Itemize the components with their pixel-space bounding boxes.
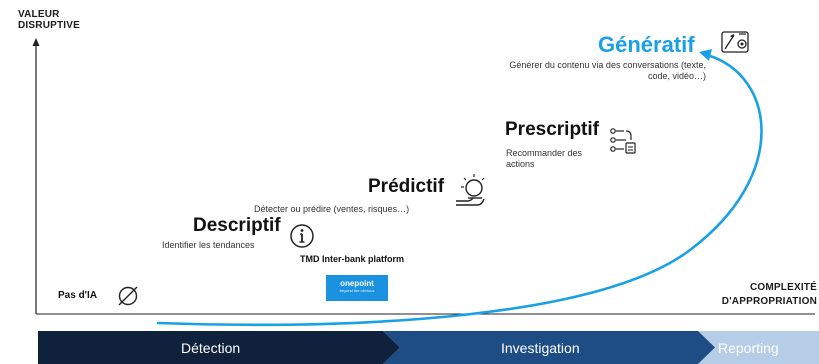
predictif-description: Détecter ou prédire (ventes, risques…) xyxy=(254,204,410,214)
onepoint-logo-tagline: beyond the obvious xyxy=(339,288,375,293)
crystal-ball-icon xyxy=(456,174,485,206)
descriptif-description: Identifier les tendances xyxy=(162,240,255,250)
phase-detection-shape xyxy=(38,331,400,364)
y-axis-arrow xyxy=(32,38,40,46)
pas-ia-label: Pas d'IA xyxy=(58,290,98,301)
creative-tools-icon xyxy=(721,31,749,53)
empty-set-icon xyxy=(118,286,138,306)
phase-investigation-label: Investigation xyxy=(501,340,580,356)
generatif-title: Génératif xyxy=(598,32,695,57)
phase-bar xyxy=(38,331,819,364)
x-axis-label-line2: D'APPROPRIATION xyxy=(721,296,817,307)
generatif-description: Générer du contenu via des conversations… xyxy=(509,60,706,81)
tmd-platform-caption: TMD Inter-bank platform xyxy=(300,254,405,264)
phase-investigation-shape xyxy=(383,331,715,364)
y-axis-label: VALEUR DISRUPTIVE xyxy=(18,9,80,31)
y-axis-label-line1: VALEUR xyxy=(18,9,60,20)
flow-document-icon xyxy=(610,128,636,154)
phase-detection-label: Détection xyxy=(181,340,241,356)
growth-curve xyxy=(156,53,763,327)
prescriptif-title: Prescriptif xyxy=(505,119,599,140)
prescriptif-description: Recommander des actions xyxy=(506,148,583,169)
curve-arrowhead xyxy=(699,49,712,61)
onepoint-logo-name: onepoint xyxy=(340,279,374,288)
y-axis-label-line2: DISRUPTIVE xyxy=(18,20,81,31)
descriptif-title: Descriptif xyxy=(193,215,281,236)
x-axis-label: COMPLEXITÉ D'APPROPRIATION xyxy=(722,281,817,309)
onepoint-logo: onepoint beyond the obvious xyxy=(326,275,388,301)
phase-reporting-label: Reporting xyxy=(718,340,779,356)
phase-reporting-shape xyxy=(698,331,819,364)
x-axis-label-line1: COMPLEXITÉ xyxy=(749,282,817,293)
info-icon xyxy=(290,224,314,248)
predictif-title: Prédictif xyxy=(368,176,445,197)
